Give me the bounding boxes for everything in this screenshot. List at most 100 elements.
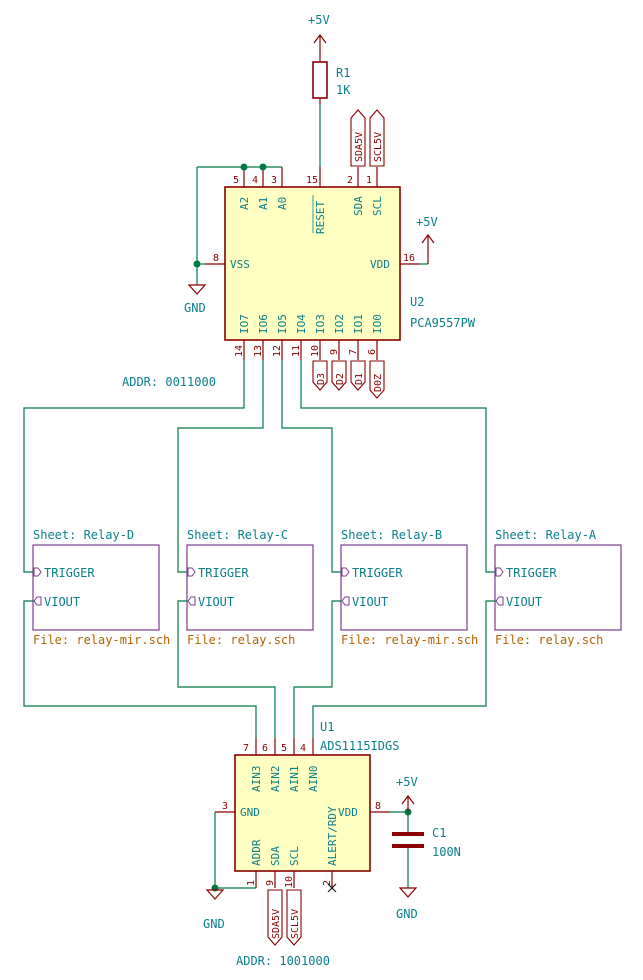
c1-gnd-label: GND [396, 907, 418, 921]
u1-value: ADS1115IDGS [320, 739, 399, 753]
u1-vcc-label: +5V [396, 775, 418, 789]
u2-scl-label[interactable]: SCL5V [369, 109, 385, 167]
u1-pinnum-sda: 9 [265, 880, 276, 886]
u2-pin-vdd: VDD [370, 258, 390, 271]
u1-vcc-symbol: +5V [396, 775, 418, 812]
sheet-relay-a[interactable]: Sheet: Relay-A File: relay.sch TRIGGER V… [494, 528, 622, 647]
c1-ref: C1 [432, 826, 446, 840]
u1-gnd-symbol: GND [203, 888, 225, 931]
u1-pinnum-vdd: 8 [375, 801, 381, 812]
c1-value: 100N [432, 845, 461, 859]
u2-d0-label[interactable]: D0Z [369, 360, 385, 399]
u2-pinnum-io6: 13 [253, 345, 264, 357]
u2-d3-label[interactable]: D3 [312, 360, 328, 391]
u1-pinnum-addr: 1 [246, 880, 257, 886]
u2-pinnum-a2: 5 [233, 175, 239, 186]
u2-pinnum-io5: 12 [272, 345, 283, 357]
u2-pin-a2: A2 [238, 197, 251, 210]
u1-pinnum-ain2: 6 [262, 743, 268, 754]
u2-pinnum-io4: 11 [291, 345, 302, 357]
sheet-relay-a-name: Sheet: Relay-A [495, 528, 597, 542]
u1-pinnum-ain3: 7 [243, 743, 249, 754]
u2-sda-label[interactable]: SDA5V [350, 109, 366, 167]
vcc-top-symbol: +5V [308, 13, 330, 55]
u2-vcc-label: +5V [416, 215, 438, 229]
u1-pinnum-ain0: 4 [300, 743, 306, 754]
u2-pin-sda: SDA [352, 196, 365, 216]
sheet-relay-c-trigger: TRIGGER [198, 566, 249, 580]
u1-pin-gnd: GND [240, 806, 260, 819]
u2-pin-reset: RESET [314, 201, 327, 234]
u2-pin-io7: IO7 [238, 314, 251, 334]
u1-pin-vdd: VDD [338, 806, 358, 819]
u2-pinnum-scl: 1 [366, 175, 372, 186]
u2-d1-label[interactable]: D1 [350, 360, 366, 391]
u1-pinnum-scl: 10 [284, 876, 295, 888]
svg-text:D0Z: D0Z [373, 374, 384, 392]
u2-pinnum-io3: 10 [310, 345, 321, 357]
u2-pinnum-vdd: 16 [403, 253, 415, 264]
u1-addr-note: ADDR: 1001000 [236, 954, 330, 968]
u1-pin-ain2: AIN2 [269, 766, 282, 793]
ic-u1[interactable]: 7 6 5 4 AIN3 AIN2 AIN1 AIN0 3 8 GND VDD … [215, 720, 399, 888]
u2-pin-a1: A1 [257, 197, 270, 210]
u2-pinnum-io2: 9 [329, 349, 340, 355]
sheet-relay-b[interactable]: Sheet: Relay-B File: relay-mir.sch TRIGG… [340, 528, 478, 647]
svg-text:SDA5V: SDA5V [271, 909, 282, 939]
vcc-top-label: +5V [308, 13, 330, 27]
trigger-wiring [23, 360, 495, 573]
sheet-relay-d-viout: VIOUT [44, 595, 80, 609]
sheet-relay-b-trigger: TRIGGER [352, 566, 403, 580]
u1-pinnum-gnd: 3 [222, 801, 228, 812]
u2-pinnum-io0: 6 [367, 349, 378, 355]
sheet-relay-d-name: Sheet: Relay-D [33, 528, 134, 542]
u1-scl-label[interactable]: SCL5V [286, 889, 302, 946]
capacitor-c1[interactable]: C1 100N [392, 826, 461, 859]
svg-text:SDA5V: SDA5V [354, 132, 365, 162]
u1-ref: U1 [320, 720, 334, 734]
u2-ref: U2 [410, 295, 424, 309]
viout-wiring [23, 600, 495, 738]
u1-gnd-label: GND [203, 917, 225, 931]
u1-pin-addr: ADDR [250, 839, 263, 866]
u1-pinnum-ain1: 5 [281, 743, 287, 754]
svg-text:SCL5V: SCL5V [373, 132, 384, 162]
u2-pinnum-reset: 15 [306, 175, 318, 186]
u2-pin-scl: SCL [371, 196, 384, 216]
u2-vcc-symbol: +5V [416, 215, 438, 265]
u1-vdd-wiring [390, 808, 412, 888]
u2-pin-io1: IO1 [352, 314, 365, 334]
sheet-relay-a-trigger: TRIGGER [506, 566, 557, 580]
sheet-relay-c-file: File: relay.sch [187, 633, 295, 647]
u2-pinnum-a1: 4 [252, 175, 258, 186]
ic-u2[interactable]: 5 4 3 15 2 1 A2 A1 A0 RESET SDA SCL 8 16… [205, 167, 476, 360]
u2-pin-io5: IO5 [276, 314, 289, 334]
resistor-r1[interactable]: R1 1K [312, 55, 351, 104]
svg-text:D2: D2 [335, 373, 346, 385]
svg-text:D3: D3 [316, 373, 327, 385]
u2-pinnum-a0: 3 [271, 175, 277, 186]
u2-d2-label[interactable]: D2 [331, 360, 347, 391]
sheet-relay-d-file: File: relay-mir.sch [33, 633, 170, 647]
u2-pin-io3: IO3 [314, 314, 327, 334]
sheet-relay-d-trigger: TRIGGER [44, 566, 95, 580]
u2-pinnum-io1: 7 [348, 349, 359, 355]
u2-pin-io4: IO4 [295, 314, 308, 334]
u1-alert-noconnect [327, 883, 337, 893]
u1-pin-alert: ALERT/RDY [326, 806, 339, 866]
u1-pinnum-alert: 2 [322, 880, 333, 886]
u1-pin-ain3: AIN3 [250, 766, 263, 793]
sheet-relay-d[interactable]: Sheet: Relay-D File: relay-mir.sch TRIGG… [32, 528, 170, 647]
u2-pinnum-vss: 8 [213, 253, 219, 264]
u2-pin-vss: VSS [230, 258, 250, 271]
sheet-relay-c[interactable]: Sheet: Relay-C File: relay.sch TRIGGER V… [186, 528, 314, 647]
u1-sda-label[interactable]: SDA5V [267, 889, 283, 946]
u1-pin-scl: SCL [288, 846, 301, 866]
u2-pin-io6: IO6 [257, 314, 270, 334]
u2-pinnum-sda: 2 [347, 175, 353, 186]
c1-gnd-symbol: GND [396, 887, 418, 921]
u1-pin-ain0: AIN0 [307, 766, 320, 793]
sheet-relay-a-viout: VIOUT [506, 595, 542, 609]
u2-pin-a0: A0 [276, 197, 289, 210]
